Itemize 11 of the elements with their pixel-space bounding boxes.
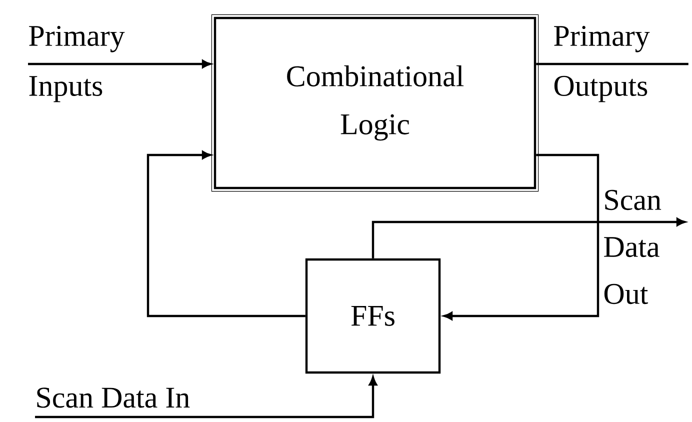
terminal-label: Scan Data Out [604, 190, 662, 304]
arrow [35, 376, 378, 418]
arrow [146, 150, 306, 318]
terminal-label: Scan Data In [37, 388, 190, 408]
arrow [444, 154, 600, 320]
logic-box: Combinational Logic [211, 14, 539, 192]
terminal-label: Primary Outputs [554, 26, 650, 102]
arrow [28, 60, 211, 68]
logic-box: FFs [305, 258, 441, 374]
arrow [372, 218, 686, 258]
terminal-label: Primary Inputs [29, 26, 125, 102]
